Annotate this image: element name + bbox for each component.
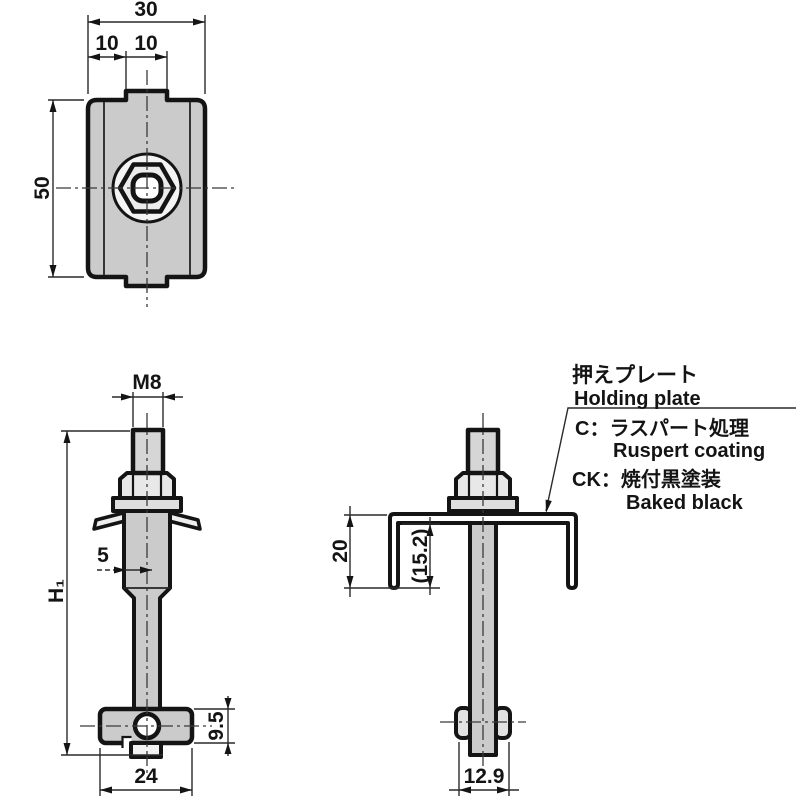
finish-option-ck-jp: CK：焼付黒塗装 xyxy=(572,467,721,491)
dim-tab-width: 10 xyxy=(134,32,157,55)
side-view-centerlines xyxy=(440,413,526,774)
side-view-dimensions: 20 (15.2) 12.9 xyxy=(329,506,519,796)
front-view-centerlines xyxy=(80,413,212,773)
side-view: 20 (15.2) 12.9 xyxy=(329,413,578,796)
front-view: M8 H₁ 5 9.5 24 xyxy=(45,371,235,796)
holding-plate-side xyxy=(388,512,578,590)
top-view: 30 10 10 50 xyxy=(31,0,238,307)
leader-line xyxy=(545,407,796,512)
finish-option-c-jp: C：ラスパート処理 xyxy=(575,417,749,440)
dim-edge-to-center: 5 xyxy=(97,544,109,567)
front-view-dimensions: M8 H₁ 5 9.5 24 xyxy=(45,371,235,796)
dim-bolt-length: H₁ xyxy=(45,579,68,603)
foot-tab-front xyxy=(129,741,163,759)
finish-option-ck-en: Baked black xyxy=(626,492,744,514)
dim-foot-width: 24 xyxy=(134,765,158,788)
dim-offset-left: 10 xyxy=(95,32,118,55)
dim-foot-height: 9.5 xyxy=(205,711,228,741)
callout-note: 押えプレート Holding plate C：ラスパート処理 Ruspert c… xyxy=(545,363,796,514)
dim-overall-height: 50 xyxy=(31,176,54,199)
foot-notch-cut xyxy=(122,736,132,748)
dim-plate-inner-height: (15.2) xyxy=(409,529,432,584)
top-view-centerlines xyxy=(56,70,238,307)
dim-foot-depth: 12.9 xyxy=(464,765,505,788)
dim-thread-size: M8 xyxy=(132,371,161,394)
dim-overall-width: 30 xyxy=(134,0,157,21)
callout-name-en: Holding plate xyxy=(574,388,701,410)
leader-arrowhead xyxy=(545,499,552,513)
threaded-stud-front xyxy=(130,427,166,476)
top-view-dimensions: 30 10 10 50 xyxy=(31,0,206,278)
foot-notch-edge xyxy=(121,735,132,748)
callout-name-jp: 押えプレート xyxy=(572,363,698,387)
dim-plate-leg-height: 20 xyxy=(329,539,352,562)
finish-option-c-en: Ruspert coating xyxy=(613,440,765,462)
